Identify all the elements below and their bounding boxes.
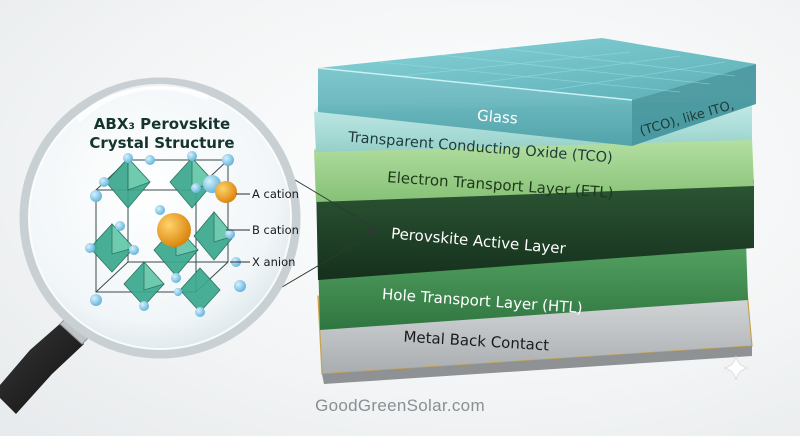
a-cation-label: A cation xyxy=(252,187,299,201)
a-cation-sphere xyxy=(215,181,237,203)
footer-website[interactable]: GoodGreenSolar.com xyxy=(0,396,800,416)
glass-label: Glass xyxy=(476,106,518,127)
a-cation-center-sphere xyxy=(157,213,191,247)
connector-dot xyxy=(369,227,375,233)
sparkle-icon xyxy=(724,356,748,380)
crystal-title-line1: ABX₃ Perovskite xyxy=(94,115,230,133)
x-anion-label: X anion xyxy=(252,255,295,269)
crystal-title-line2: Crystal Structure xyxy=(89,134,234,152)
b-cation-label: B cation xyxy=(252,223,299,237)
